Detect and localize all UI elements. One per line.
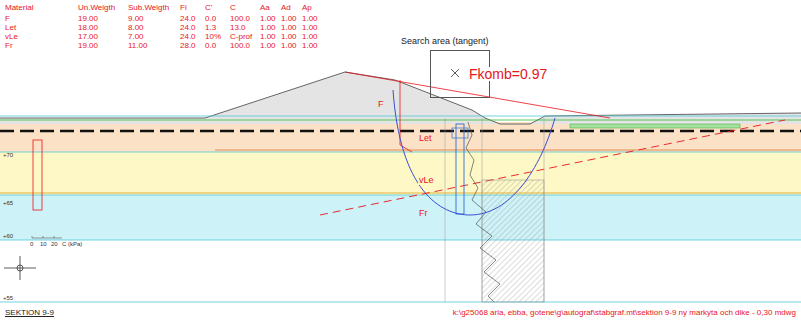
material-table-cell: 1.00 [281, 24, 297, 32]
level-label: +70 [3, 152, 13, 158]
layer-name: Fr [418, 209, 429, 218]
ground-surface [0, 72, 801, 124]
soil-layer-band: Let [0, 122, 801, 152]
soil-layer-band: vLe [0, 152, 801, 195]
scale-tick-label: 20 [51, 241, 58, 247]
material-table-cell: 1.00 [281, 15, 297, 23]
material-table-cell: F [5, 15, 10, 23]
material-table-cell: 24.0 [180, 33, 196, 41]
scale-tick-label: 0 [30, 241, 33, 247]
material-table-cell: 9.00 [128, 15, 144, 23]
material-table-cell: 0.0 [205, 42, 216, 50]
slip-circle [393, 90, 555, 215]
material-table-cell: 1.00 [281, 42, 297, 50]
silty-clay-band-fill [0, 152, 801, 195]
material-table-cell: C [230, 4, 236, 12]
safety-factor: Fkomb=0.97 [468, 67, 548, 81]
material-table-cell: Sub.Weigth [128, 4, 169, 12]
material-table-cell: 1.00 [260, 24, 276, 32]
soil-layer-band: Fr [0, 195, 801, 240]
level-label: +55 [3, 295, 13, 301]
material-table-cell: 100.0 [230, 42, 250, 50]
material-table-cell: 1.00 [281, 33, 297, 41]
level-lines [0, 116, 801, 302]
red-dashed-line [320, 120, 785, 215]
layer-name: Let [418, 134, 433, 143]
level-label: +60 [3, 233, 13, 239]
material-table-cell: 10% [205, 33, 221, 41]
layer-name: F [378, 100, 384, 109]
material-table-cell: 17.00 [78, 33, 98, 41]
cpt-plot [445, 118, 544, 302]
embankment-fill [0, 72, 801, 124]
material-table-cell: 24.0 [180, 24, 196, 32]
material-table-cell: C' [205, 4, 212, 12]
level-label: +65 [3, 200, 13, 206]
section-title: SEKTION 9-9 [5, 309, 54, 317]
material-table-cell: 24.0 [180, 15, 196, 23]
layer-boundary [215, 150, 801, 151]
material-table-cell: 1.00 [302, 24, 318, 32]
ground-line [0, 120, 801, 121]
c-scale [32, 236, 62, 238]
file-path: k:\g25068 arla, ebba, gotene\g\autograf\… [453, 309, 796, 317]
material-table-cell: 1.00 [260, 33, 276, 41]
material-table-cell: 18.00 [78, 24, 98, 32]
material-table-cell: Fr [5, 42, 13, 50]
crosshair-symbol [4, 256, 36, 280]
material-table-cell: 8.00 [128, 24, 144, 32]
material-table-cell: Material [5, 4, 33, 12]
material-table-cell: 19.00 [78, 15, 98, 23]
red-line [400, 80, 412, 152]
material-table-cell: 1.3 [205, 24, 216, 32]
layer-name: vLe [418, 176, 435, 185]
material-table-cell: Un.Weigth [78, 4, 115, 12]
scale-unit-label: C (kPa) [62, 241, 82, 247]
material-table-cell: 1.00 [260, 15, 276, 23]
clay-band-fill [0, 122, 801, 152]
green-strip [570, 124, 740, 128]
material-table-cell: 7.00 [128, 33, 144, 41]
material-table-cell: 13.0 [230, 24, 246, 32]
material-table-cell: 28.0 [180, 42, 196, 50]
material-table-cell: Aa [260, 4, 270, 12]
layer-boundary [0, 193, 801, 194]
material-table-cell: 100.0 [230, 15, 250, 23]
material-table-cell: 0.0 [205, 15, 216, 23]
material-table-cell: 1.00 [302, 42, 318, 50]
material-table-cell: Let [5, 24, 16, 32]
material-table-cell: C-prof [230, 33, 252, 41]
friction-band-fill [0, 195, 801, 240]
material-table-cell: Ad [281, 4, 291, 12]
c-profile-box [33, 140, 42, 210]
material-table-cell: 19.00 [78, 42, 98, 50]
material-table-cell: 11.00 [128, 42, 147, 50]
groundwater-line [0, 130, 801, 133]
scale-tick-label: 10 [40, 241, 47, 247]
material-table-cell: 1.00 [260, 42, 276, 50]
material-table-cell: 1.00 [302, 33, 318, 41]
material-table-cell: 1.00 [302, 15, 318, 23]
tangent-cross [451, 69, 459, 77]
node-heading: Search area (tangent) [401, 37, 489, 46]
material-table-cell: vLe [5, 33, 18, 41]
material-table-cell: Fi [180, 4, 187, 12]
material-table-cell: Ap [302, 4, 312, 12]
